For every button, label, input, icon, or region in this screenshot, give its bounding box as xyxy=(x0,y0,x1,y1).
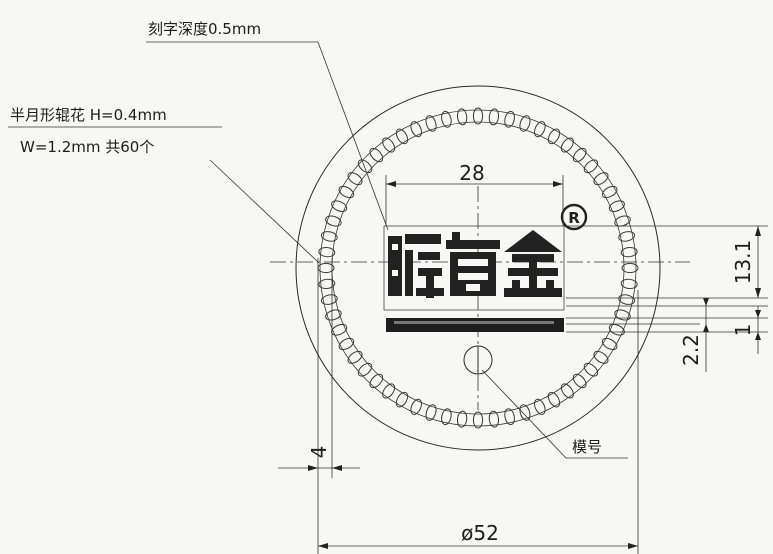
dimension-diameter-label: ø52 xyxy=(461,521,499,545)
knurl xyxy=(620,246,638,258)
knurl xyxy=(441,408,452,426)
knurl-ring-outer xyxy=(319,109,637,427)
knurl xyxy=(488,410,500,428)
nameplate-outline xyxy=(383,225,565,311)
knurl xyxy=(318,246,336,258)
knurl xyxy=(572,147,587,163)
knurl xyxy=(395,391,409,408)
knurl xyxy=(504,408,515,426)
knurl xyxy=(347,350,363,364)
knurl xyxy=(425,404,437,421)
knurl xyxy=(472,411,484,429)
knurl xyxy=(621,262,639,274)
dimension-2-2: 2.2 xyxy=(679,298,709,372)
dimension-28: 28 xyxy=(385,161,564,226)
knurl xyxy=(410,121,422,138)
knurl xyxy=(320,294,338,305)
knurl xyxy=(331,324,348,336)
knurl xyxy=(560,137,574,153)
dimension-4-label: 4 xyxy=(307,446,331,459)
knurl xyxy=(369,373,384,389)
knurl xyxy=(534,398,546,415)
knurl xyxy=(456,410,468,428)
knurl xyxy=(519,115,531,132)
knurl xyxy=(382,137,396,153)
dimension-diameter-52: ø52 xyxy=(317,290,639,554)
knurl xyxy=(601,185,618,199)
knurl xyxy=(357,159,373,174)
knurl xyxy=(583,159,599,174)
knurl xyxy=(560,383,574,399)
nameplate-glyph-1 xyxy=(388,234,444,298)
registered-mark-circle xyxy=(560,203,588,231)
knurl xyxy=(593,172,609,186)
outer-circle xyxy=(295,85,661,451)
knurl xyxy=(593,350,609,364)
dimension-1-label: 1 xyxy=(731,324,755,337)
knurl xyxy=(519,404,531,421)
knurl-callout-line1: 半月形辊花 H=0.4mm xyxy=(10,106,167,124)
knurl xyxy=(410,398,422,415)
dimension-4: 4 xyxy=(278,258,360,478)
nameplate-glyph-2 xyxy=(446,232,500,296)
knurl xyxy=(608,200,625,212)
knurl xyxy=(488,108,500,126)
knurl xyxy=(318,278,336,290)
knurl xyxy=(608,324,625,336)
nameplate-glyph-3 xyxy=(504,230,562,297)
knurl xyxy=(618,231,636,242)
dimension-13-1: 13.1 xyxy=(731,226,761,298)
knurl xyxy=(382,383,396,399)
knurl xyxy=(320,231,338,242)
registered-mark-letter: R xyxy=(568,209,580,227)
knurl xyxy=(547,128,561,145)
right-extension-lines xyxy=(566,225,768,333)
knurl xyxy=(456,108,468,126)
registered-mark: R xyxy=(560,203,588,231)
dimension-13-1-label: 13.1 xyxy=(731,240,755,285)
nameplate-underline-bar xyxy=(386,318,564,332)
knurl-callout-line2: W=1.2mm 共60个 xyxy=(20,138,154,156)
knurl xyxy=(534,121,546,138)
part-number-callout: 模号 xyxy=(481,369,628,459)
knurl xyxy=(601,337,618,351)
dimension-2-2-label: 2.2 xyxy=(679,334,703,366)
half-moon-knurls xyxy=(317,107,639,429)
knurl xyxy=(472,107,484,125)
knurl xyxy=(620,278,638,290)
depth-callout-label: 刻字深度0.5mm xyxy=(148,20,261,38)
knurl xyxy=(441,110,452,128)
knurl xyxy=(357,362,373,377)
knurl xyxy=(425,115,437,132)
knurl xyxy=(369,147,384,163)
knurl xyxy=(331,200,348,212)
knurl xyxy=(325,215,342,227)
knurl xyxy=(572,373,587,389)
knurl xyxy=(338,185,355,199)
knurl xyxy=(504,110,515,128)
knurl xyxy=(347,172,363,186)
knurl xyxy=(338,337,355,351)
dimension-28-label: 28 xyxy=(459,161,484,185)
depth-callout: 刻字深度0.5mm xyxy=(146,20,389,231)
knurl xyxy=(547,391,561,408)
knurl xyxy=(583,362,599,377)
knurl xyxy=(614,309,631,321)
medallion xyxy=(295,85,661,451)
nameplate xyxy=(383,225,565,332)
knurl-callout: 半月形辊花 H=0.4mm W=1.2mm 共60个 xyxy=(8,106,319,263)
knurl xyxy=(614,215,631,227)
part-number-circle xyxy=(463,345,493,375)
knurl xyxy=(395,128,409,145)
dimension-1: 1 xyxy=(731,306,761,354)
part-number-label: 模号 xyxy=(572,438,602,456)
